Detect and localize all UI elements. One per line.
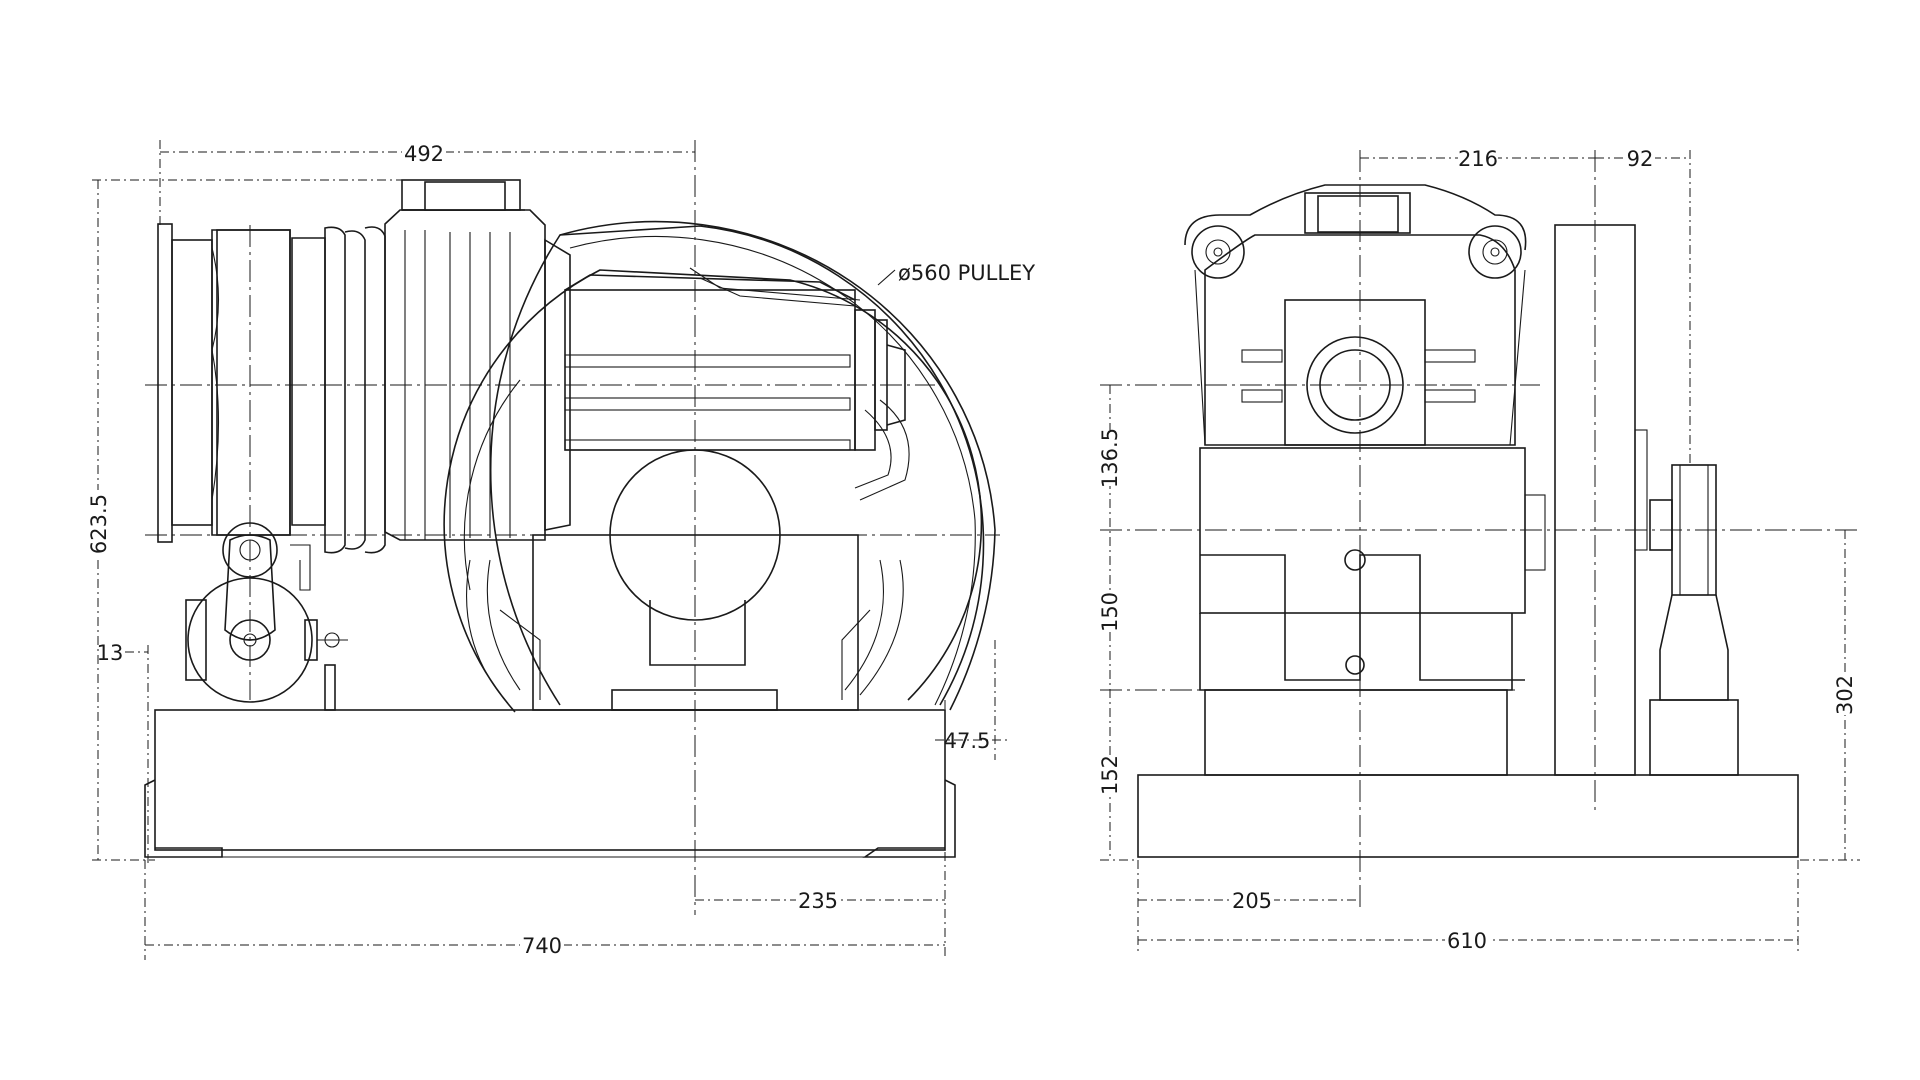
dim-492-label: 492 xyxy=(404,142,444,166)
side-dimension-height: 623.5 xyxy=(86,179,520,861)
pulley xyxy=(443,220,996,713)
dim-152-label: 152 xyxy=(1098,755,1122,795)
end-dimension-216: 216 xyxy=(1360,146,1595,171)
side-dimension-overall: 740 xyxy=(144,860,945,960)
end-dimension-610: 610 xyxy=(1138,860,1799,955)
side-dimension-base-offset: 13 xyxy=(97,641,149,865)
end-dimension-205: 205 xyxy=(1137,860,1360,955)
side-base-frame xyxy=(144,709,956,858)
side-dimension-top: 492 xyxy=(159,140,695,225)
dim-136-5-label: 136.5 xyxy=(1098,428,1122,488)
side-drive-unit xyxy=(185,522,348,711)
end-dimension-92: 92 xyxy=(1595,146,1691,465)
dim-302-label: 302 xyxy=(1833,675,1857,715)
end-gearbox xyxy=(1199,447,1546,776)
dim-235-label: 235 xyxy=(798,889,838,913)
dim-610-label: 610 xyxy=(1447,929,1487,953)
dim-740-label: 740 xyxy=(522,934,562,958)
pulley-callout: ø560 PULLEY xyxy=(877,261,1035,286)
end-housing xyxy=(1184,184,1527,446)
pulley-label: ø560 PULLEY xyxy=(898,261,1035,285)
dim-623-label: 623.5 xyxy=(87,494,111,554)
side-view: 492 623.5 13 47.5 235 xyxy=(86,140,1035,960)
end-base xyxy=(1137,774,1799,858)
dim-216-label: 216 xyxy=(1458,147,1498,171)
end-view: 216 92 136.5 150 152 302 2 xyxy=(1098,146,1860,955)
dim-205-label: 205 xyxy=(1232,889,1272,913)
end-pulley xyxy=(1554,224,1739,776)
dim-47-5-label: 47.5 xyxy=(944,729,991,753)
side-dimension-overhang: 47.5 xyxy=(935,640,1010,960)
dim-13-label: 13 xyxy=(97,641,124,665)
end-dimension-302: 302 xyxy=(1800,530,1860,861)
end-dimension-left-stack: 136.5 150 152 xyxy=(1098,385,1138,861)
side-dimension-235: 235 xyxy=(695,888,945,913)
side-gearbox xyxy=(532,274,906,711)
dim-150-label: 150 xyxy=(1098,592,1122,632)
side-cylinder xyxy=(157,179,571,554)
dim-92-label: 92 xyxy=(1627,147,1654,171)
